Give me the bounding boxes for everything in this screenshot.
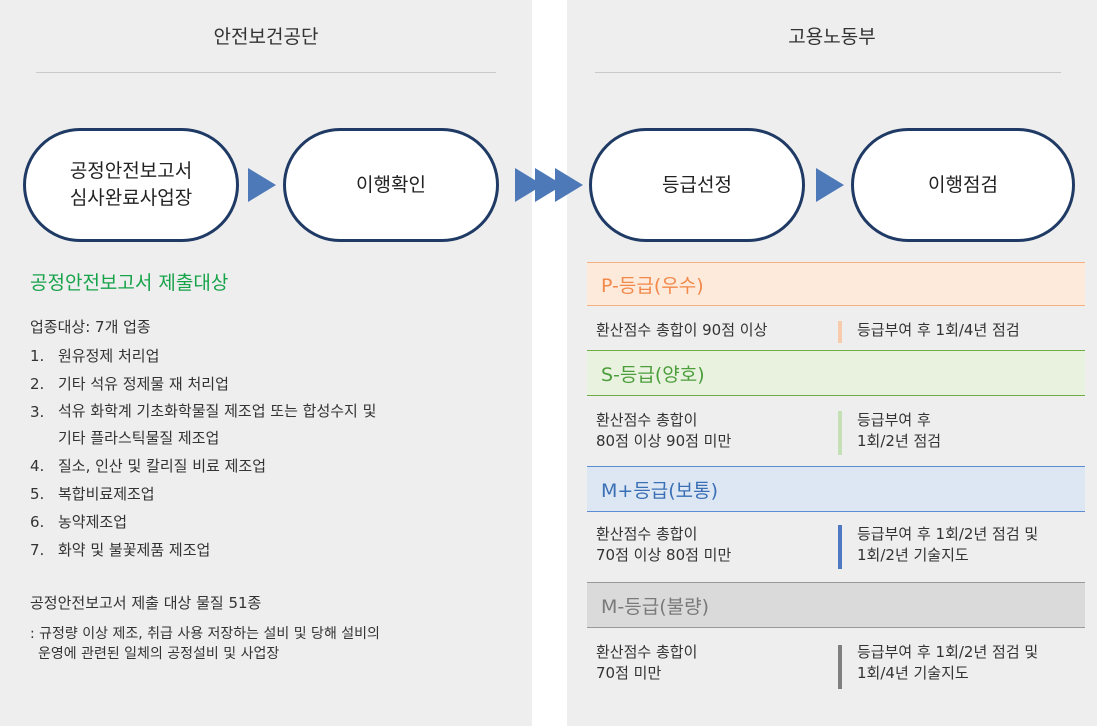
- grade-rule: [587, 511, 1085, 512]
- stage-label: 이행확인: [356, 173, 426, 196]
- grade-rule: [587, 350, 1085, 351]
- item-number: 6.: [30, 513, 45, 531]
- action-line: 등급부여 후 1회/2년 점검 및: [857, 525, 1039, 543]
- grade-header-mplus: M+등급(보통): [587, 467, 1085, 511]
- grade-rule: [587, 627, 1085, 628]
- action-line: 등급부여 후 1회/2년 점검 및: [857, 643, 1039, 661]
- action-line: 1회/2년 점검: [857, 432, 942, 450]
- item-text: 석유 화학계 기초화학물질 제조업 또는 합성수지 및: [58, 402, 377, 420]
- item-text: 농약제조업: [58, 513, 128, 531]
- grade-action: 등급부여 후 1회/2년 점검 및 1회/2년 기술지도: [857, 524, 1085, 566]
- grade-rule: [587, 262, 1085, 263]
- stage-implementation-inspection: 이행점검: [851, 128, 1075, 242]
- submit-target-heading: 공정안전보고서 제출대상: [30, 272, 229, 294]
- stage-label: 이행점검: [928, 173, 998, 196]
- arrow-right-icon: [555, 168, 583, 202]
- item-text: 기타 석유 정제물 재 처리업: [58, 375, 229, 393]
- stage-label: 심사완료사업장: [69, 187, 193, 209]
- item-text: 원유정제 처리업: [58, 347, 160, 365]
- grade-condition: 환산점수 총합이 80점 이상 90점 미만: [596, 410, 826, 452]
- panel-title: 안전보건공단: [213, 26, 319, 48]
- description-line: : 규정량 이상 제조, 취급 사용 저장하는 설비 및 당해 설비의: [30, 626, 380, 642]
- item-text-continued: 기타 플라스틱물질 제조업: [58, 429, 220, 447]
- action-line: 등급부여 후 1회/4년 점검: [857, 321, 1020, 339]
- panel-title: 고용노동부: [788, 26, 876, 48]
- item-number: 7.: [30, 541, 45, 559]
- grade-header-mminus: M-등급(불량): [587, 583, 1085, 627]
- grade-action: 등급부여 후 1회/4년 점검: [857, 320, 1085, 341]
- list-item: 5. 복합비료제조업: [30, 480, 376, 508]
- item-number: 5.: [30, 485, 45, 503]
- divider: [36, 72, 496, 73]
- grade-condition: 환산점수 총합이 90점 이상: [596, 320, 826, 341]
- grade-rule: [587, 582, 1085, 583]
- grade-condition: 환산점수 총합이 70점 이상 80점 미만: [596, 524, 826, 566]
- item-text: 복합비료제조업: [58, 485, 155, 503]
- list-item: 2. 기타 석유 정제물 재 처리업: [30, 370, 376, 398]
- substance-description: : 규정량 이상 제조, 취급 사용 저장하는 설비 및 당해 설비의 운영에 …: [30, 624, 500, 664]
- condition-line: 환산점수 총합이: [596, 411, 698, 429]
- divider: [595, 72, 1061, 73]
- condition-line: 환산점수 총합이: [596, 643, 698, 661]
- grade-rule: [587, 305, 1085, 306]
- arrow-right-icon: [816, 168, 844, 202]
- list-item: 7. 화약 및 불꽃제품 제조업: [30, 536, 376, 564]
- condition-line: 70점 이상 80점 미만: [596, 546, 732, 564]
- item-text: 화약 및 불꽃제품 제조업: [58, 541, 211, 559]
- stage-grade-selection: 등급선정: [589, 128, 805, 242]
- grade-rule: [587, 395, 1085, 396]
- grade-rule: [587, 466, 1085, 467]
- action-line: 1회/2년 기술지도: [857, 546, 969, 564]
- item-number: 2.: [30, 375, 45, 393]
- grade-bar: [838, 645, 842, 689]
- action-line: 등급부여 후: [857, 411, 931, 429]
- list-item: 6. 농약제조업: [30, 508, 376, 536]
- list-item: 1. 원유정제 처리업: [30, 342, 376, 370]
- industry-intro: 업종대상: 7개 업종: [30, 318, 151, 336]
- grade-condition: 환산점수 총합이 70점 미만: [596, 642, 826, 684]
- stage-reviewed-site: 공정안전보고서 심사완료사업장: [23, 128, 239, 242]
- action-line: 1회/4년 기술지도: [857, 664, 969, 682]
- substance-count: 공정안전보고서 제출 대상 물질 51종: [30, 594, 262, 612]
- item-number: 4.: [30, 457, 45, 475]
- grade-bar: [838, 411, 842, 455]
- grade-header-p: P-등급(우수): [587, 262, 1085, 306]
- stage-label: 등급선정: [662, 173, 732, 196]
- grade-action: 등급부여 후 1회/2년 점검: [857, 410, 1085, 452]
- stage-label: 공정안전보고서: [69, 160, 193, 182]
- grade-bar: [838, 321, 842, 343]
- grade-bar: [838, 525, 842, 569]
- list-item: 4. 질소, 인산 및 칼리질 비료 제조업: [30, 452, 376, 480]
- item-number: 3.: [30, 403, 45, 421]
- condition-line: 80점 이상 90점 미만: [596, 432, 732, 450]
- grade-action: 등급부여 후 1회/2년 점검 및 1회/4년 기술지도: [857, 642, 1085, 684]
- stage-implementation-check: 이행확인: [283, 128, 499, 242]
- arrow-right-icon: [248, 168, 276, 202]
- item-number: 1.: [30, 347, 45, 365]
- item-text: 질소, 인산 및 칼리질 비료 제조업: [58, 457, 267, 475]
- industry-list: 1. 원유정제 처리업 2. 기타 석유 정제물 재 처리업 3. 석유 화학계 기초…: [30, 342, 376, 564]
- grade-header-s: S-등급(양호): [587, 351, 1085, 395]
- description-line: 운영에 관련된 일체의 공정설비 및 사업장: [38, 646, 280, 662]
- condition-line: 70점 미만: [596, 664, 662, 682]
- panel-safety-agency: 안전보건공단: [0, 0, 532, 726]
- condition-line: 환산점수 총합이 90점 이상: [596, 321, 768, 339]
- condition-line: 환산점수 총합이: [596, 525, 698, 543]
